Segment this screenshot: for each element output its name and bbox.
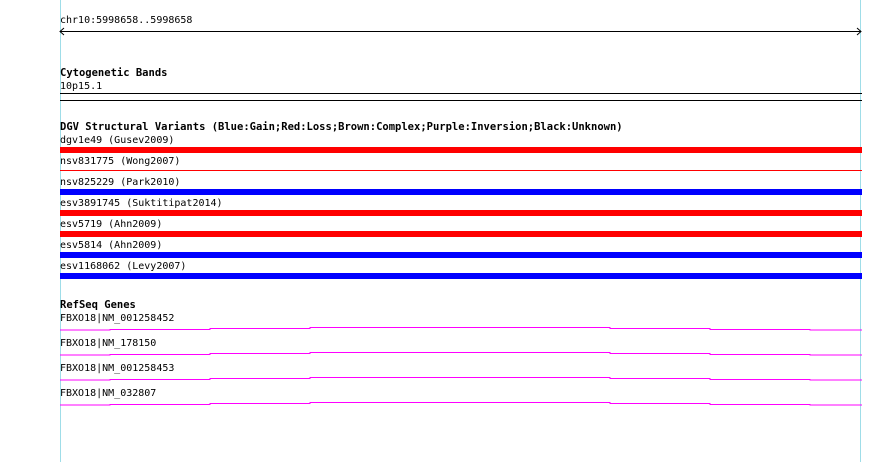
- dgv-variant-bar[interactable]: [60, 189, 862, 195]
- refseq-gene-label[interactable]: FBXO18|NM_001258452: [60, 313, 175, 324]
- track-divider: [60, 100, 862, 101]
- dgv-variant-bar[interactable]: [60, 147, 862, 153]
- refseq-gene-line[interactable]: [60, 377, 862, 381]
- dgv-variant-label[interactable]: nsv831775 (Wong2007): [60, 156, 181, 167]
- ruler-arrow: [59, 27, 862, 36]
- dgv-variant-label[interactable]: nsv825229 (Park2010): [60, 177, 181, 188]
- dgv-variant-label[interactable]: esv5814 (Ahn2009): [60, 240, 163, 251]
- dgv-variant-label[interactable]: dgv1e49 (Gusev2009): [60, 135, 175, 146]
- cytoband-title: Cytogenetic Bands: [60, 67, 168, 79]
- cytoband-label: 10p15.1: [60, 81, 103, 92]
- dgv-variant-label[interactable]: esv3891745 (Suktitipat2014): [60, 198, 223, 209]
- dgv-variant-label[interactable]: esv1168062 (Levy2007): [60, 261, 187, 272]
- dgv-variant-bar[interactable]: [60, 210, 862, 216]
- dgv-variant-bar[interactable]: [60, 170, 862, 171]
- refseq-gene-label[interactable]: FBXO18|NM_032807: [60, 388, 157, 399]
- ruler-location: chr10:5998658..5998658: [60, 15, 193, 26]
- dgv-variant-bar[interactable]: [60, 252, 862, 258]
- cytoband-line: [60, 93, 862, 94]
- dgv-variant-bar[interactable]: [60, 231, 862, 237]
- dgv-variant-bar[interactable]: [60, 273, 862, 279]
- refseq-gene-line[interactable]: [60, 327, 862, 331]
- refseq-gene-label[interactable]: FBXO18|NM_178150: [60, 338, 157, 349]
- refseq-title: RefSeq Genes: [60, 299, 136, 311]
- dgv-variant-label[interactable]: esv5719 (Ahn2009): [60, 219, 163, 230]
- refseq-gene-line[interactable]: [60, 402, 862, 406]
- refseq-gene-label[interactable]: FBXO18|NM_001258453: [60, 363, 175, 374]
- dgv-title: DGV Structural Variants (Blue:Gain;Red:L…: [60, 121, 623, 133]
- refseq-gene-line[interactable]: [60, 352, 862, 356]
